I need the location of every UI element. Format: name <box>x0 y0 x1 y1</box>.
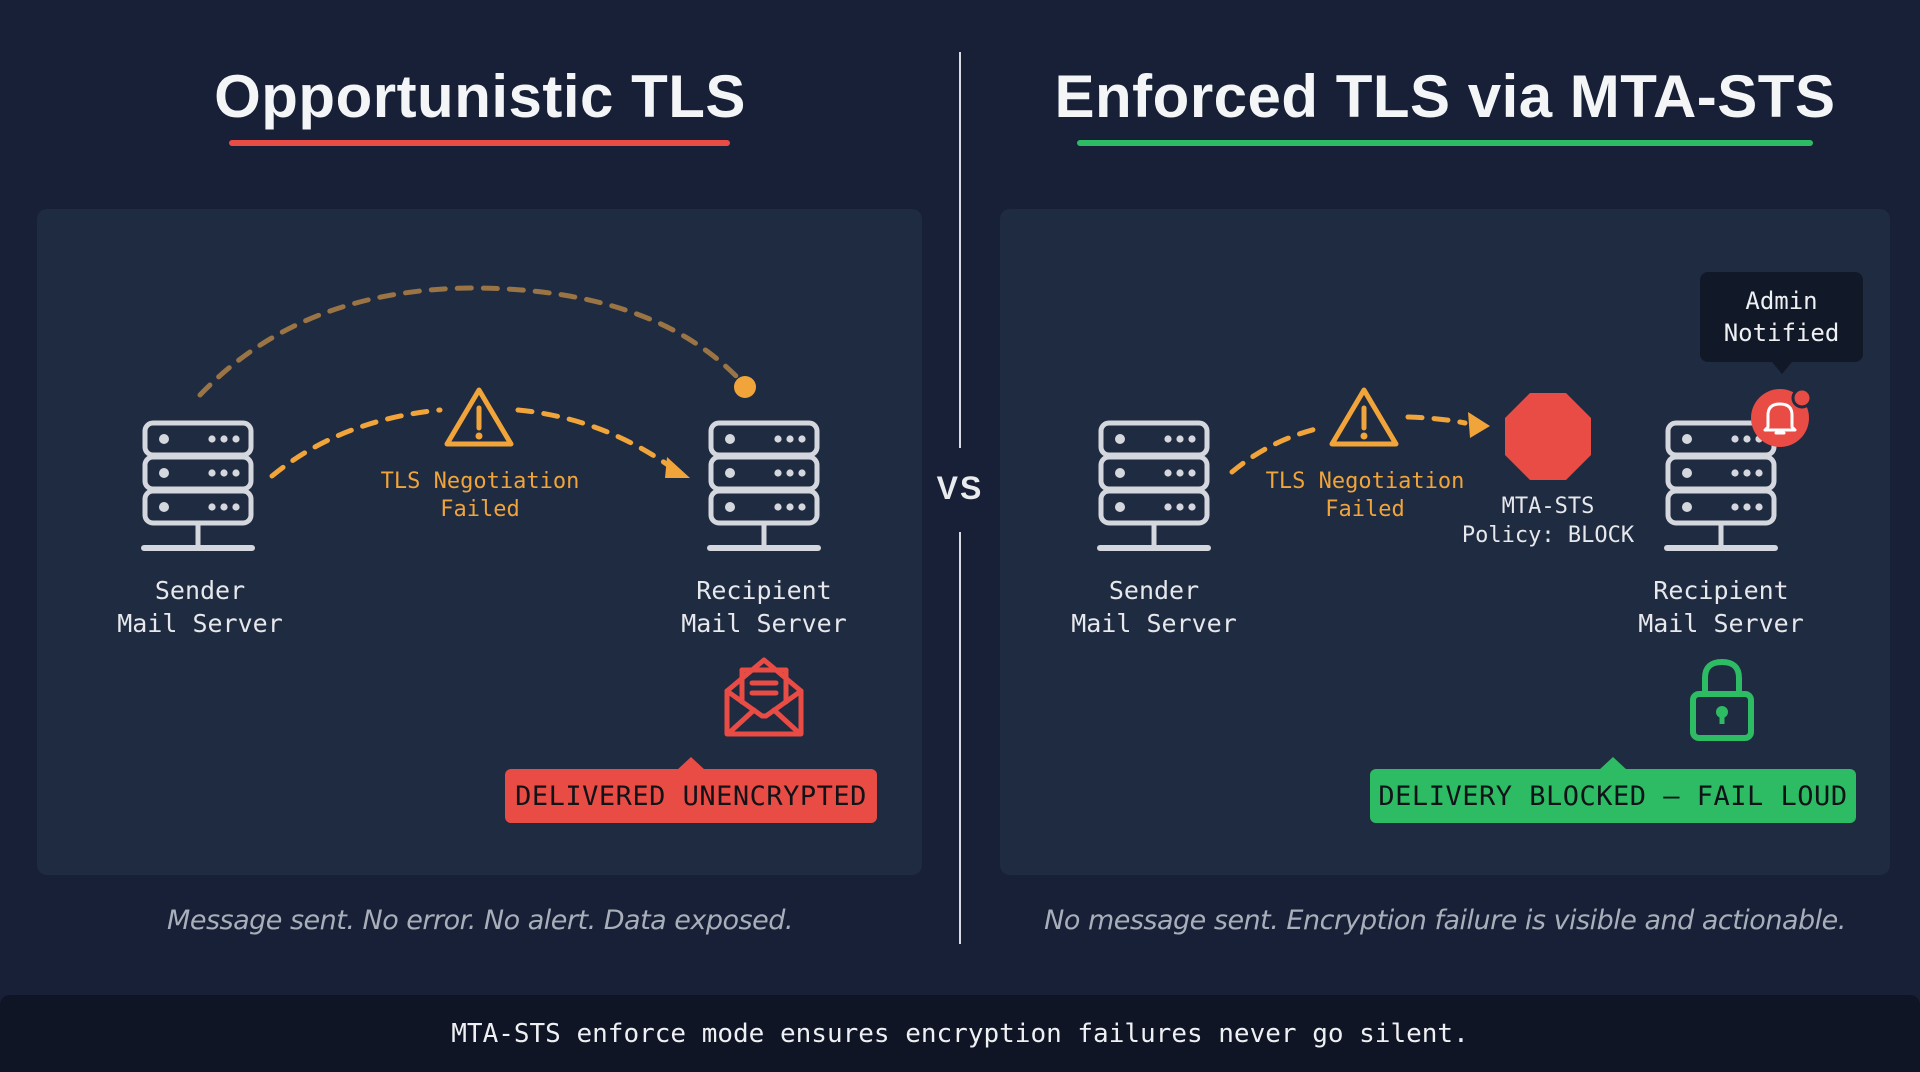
left-title-underline <box>229 140 730 146</box>
tooltip-line-2: Notified <box>1723 319 1840 347</box>
footer-text: MTA-STS enforce mode ensures encryption … <box>451 1018 1469 1049</box>
arc-endpoint-dot <box>734 376 756 398</box>
tooltip-line-1: Admin <box>1745 287 1818 315</box>
right-sender-server-icon <box>1098 420 1210 552</box>
mta-sts-policy-label: MTA-STS Policy: BLOCK <box>1461 494 1635 548</box>
bell-notification-icon <box>1751 387 1813 447</box>
right-recipient-label: Recipient Mail Server <box>1638 576 1804 638</box>
left-caption: Message sent. No error. No alert. Data e… <box>167 905 793 936</box>
left-recipient-label: Recipient Mail Server <box>681 576 847 638</box>
open-envelope-icon <box>724 657 804 737</box>
arrowhead-icon <box>1468 412 1490 438</box>
left-warning-label: TLS Negotiation Failed <box>380 469 580 522</box>
divider-bottom <box>959 532 961 944</box>
right-sender-label: Sender Mail Server <box>1071 576 1237 638</box>
right-title: Enforced TLS via MTA-STS <box>1054 63 1836 130</box>
right-title-underline <box>1077 140 1813 146</box>
right-caption: No message sent. Encryption failure is v… <box>1044 905 1846 936</box>
arrowhead-icon <box>665 457 690 478</box>
right-warning-triangle-icon <box>1330 386 1398 448</box>
opportunistic-tls-panel <box>37 209 922 875</box>
left-title: Opportunistic TLS <box>214 63 746 130</box>
padlock-icon <box>1690 658 1754 741</box>
footer-banner: MTA-STS enforce mode ensures encryption … <box>0 995 1920 1072</box>
delivered-unencrypted-badge: DELIVERED UNENCRYPTED <box>505 757 877 823</box>
admin-notified-tooltip: Admin Notified <box>1700 272 1863 374</box>
left-sender-label: Sender Mail Server <box>117 576 283 638</box>
delivery-blocked-badge: DELIVERY BLOCKED — FAIL LOUD <box>1370 757 1856 823</box>
vs-label: VS <box>936 470 984 506</box>
right-warning-label: TLS Negotiation Failed <box>1265 469 1465 522</box>
divider-top <box>959 52 961 448</box>
stop-octagon-icon <box>1505 393 1591 480</box>
